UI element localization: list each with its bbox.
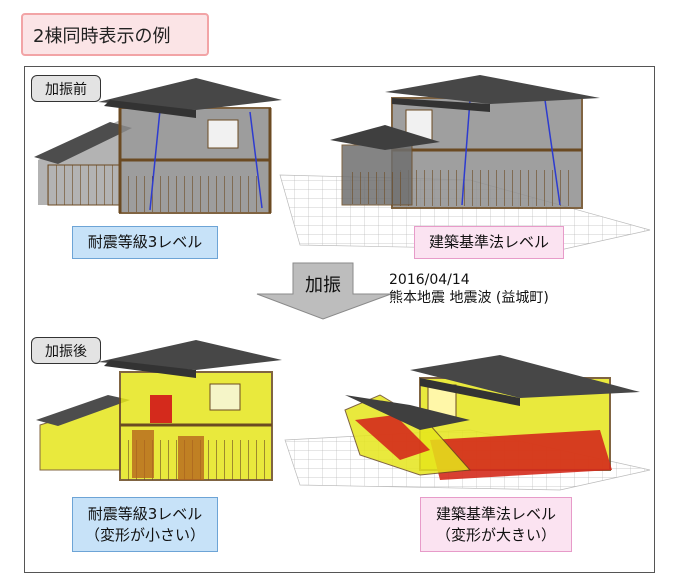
caption-before-right: 建築基準法レベル: [414, 226, 564, 259]
shake-label: 加振: [305, 275, 341, 296]
after-tag: 加振後: [31, 337, 101, 364]
earthquake-description: 熊本地震 地震波 (益城町): [389, 290, 549, 307]
before-tag: 加振前: [31, 75, 101, 102]
caption-after-left: 耐震等級3レベル （変形が小さい）: [72, 497, 218, 552]
caption-before-right-text: 建築基準法レベル: [428, 233, 549, 252]
caption-after-right-line2: （変形が大きい）: [435, 525, 556, 544]
house-before-right: [279, 75, 651, 251]
caption-after-right-line1: 建築基準法レベル: [435, 505, 556, 524]
before-tag-text: 加振前: [45, 81, 87, 98]
shake-arrow: [256, 262, 392, 320]
figure-title: 2棟同時表示の例: [21, 13, 209, 56]
house-after-right: [284, 355, 651, 491]
house-after-left: [36, 340, 282, 481]
earthquake-date: 2016/04/14: [389, 272, 470, 288]
after-tag-text: 加振後: [45, 343, 87, 360]
caption-after-right: 建築基準法レベル （変形が大きい）: [420, 497, 572, 552]
earthquake-info: 2016/04/14 熊本地震 地震波 (益城町): [389, 271, 549, 307]
figure-title-text: 2棟同時表示の例: [33, 25, 171, 47]
caption-before-left: 耐震等級3レベル: [72, 226, 218, 259]
house-before-left: [34, 78, 282, 214]
caption-after-left-line2: （変形が小さい）: [84, 525, 205, 544]
caption-before-left-text: 耐震等級3レベル: [87, 233, 203, 252]
caption-after-left-line1: 耐震等級3レベル: [87, 505, 203, 524]
